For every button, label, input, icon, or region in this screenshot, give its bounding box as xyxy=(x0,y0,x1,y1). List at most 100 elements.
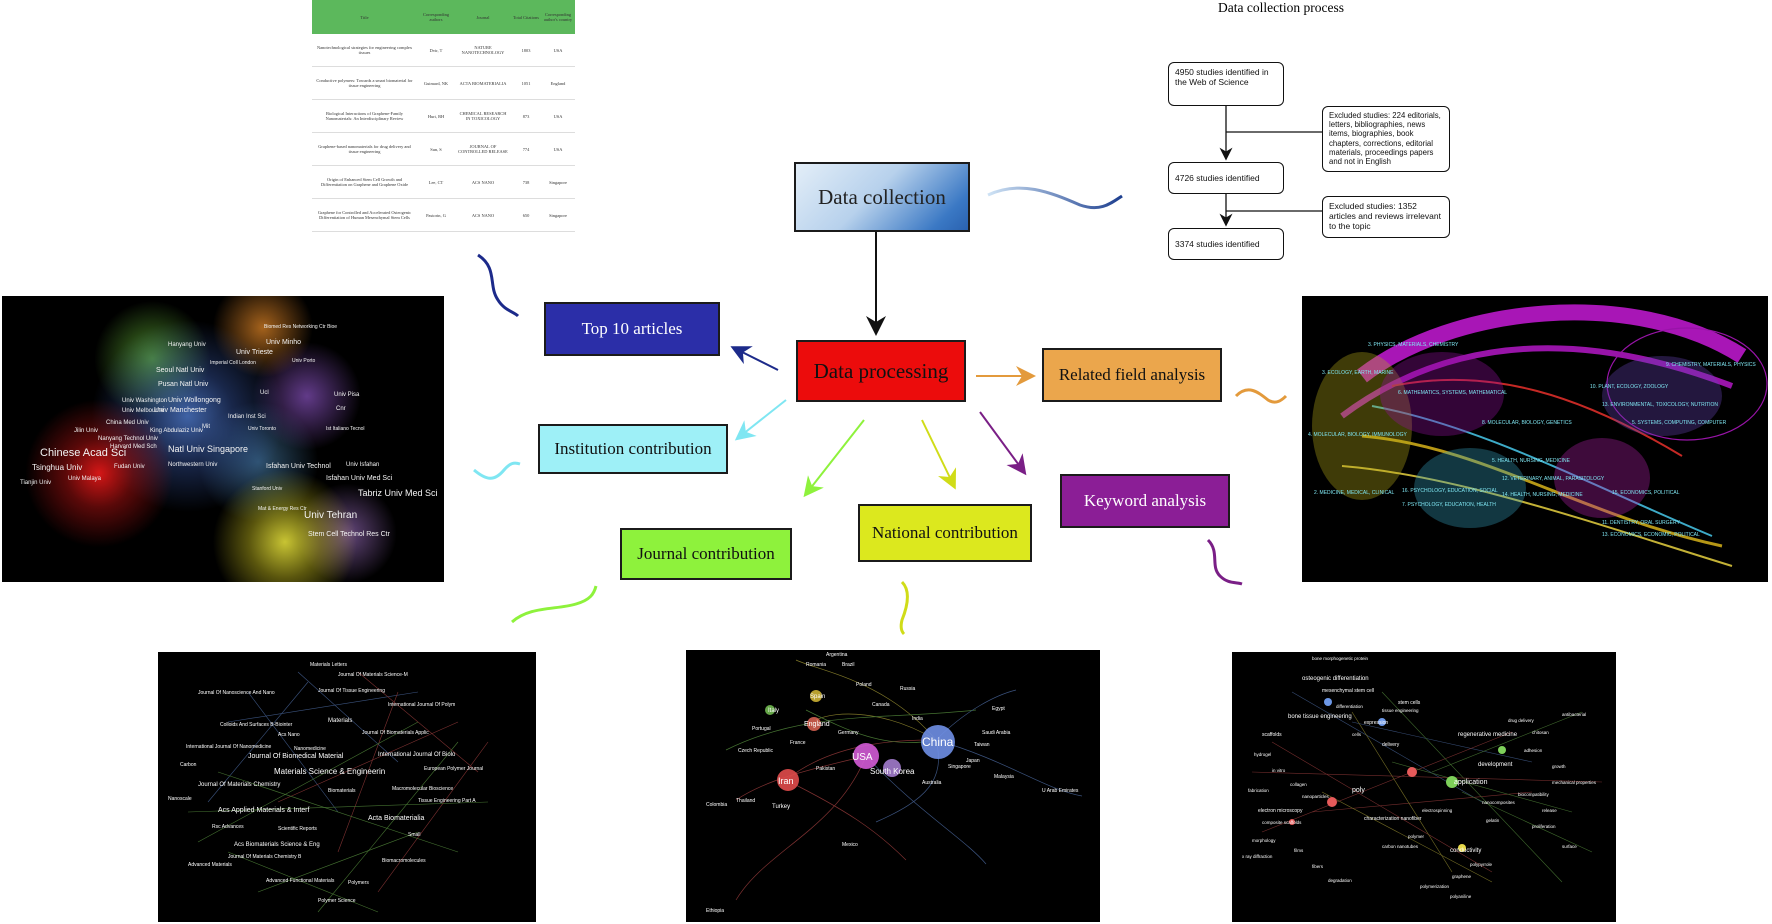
table-cell: CHEMICAL RESEARCH IN TOXICOLOGY xyxy=(459,111,507,121)
node-usa xyxy=(853,743,879,769)
journal-contribution-box: Journal contribution xyxy=(620,528,792,580)
map-label: adhesion xyxy=(1524,748,1543,753)
map-label: Nanomedicine xyxy=(294,746,326,752)
table-row: Graphene-based nanomaterials for drug de… xyxy=(312,133,575,166)
map-label: polyaniline xyxy=(1450,894,1472,899)
map-label: regenerative medicine xyxy=(1458,732,1518,738)
table-cell: USA xyxy=(553,113,563,119)
map-label: in vitro xyxy=(1272,768,1286,773)
map-label: U Arab Emirates xyxy=(1042,788,1079,794)
map-label: Advanced Functional Materials xyxy=(266,878,335,884)
map-label: Russia xyxy=(900,686,916,692)
node-england xyxy=(807,717,821,731)
map-label: Tianjin Univ xyxy=(20,480,51,486)
map-label: Saudi Arabia xyxy=(982,730,1011,736)
map-label: Univ Malaya xyxy=(68,476,102,482)
map-label: Univ Pisa xyxy=(334,392,360,398)
map-label: nanoparticles xyxy=(1302,794,1330,799)
map-label: Ist Italiano Tecnol xyxy=(326,426,365,432)
table-row: Graphene for Controlled and Accelerated … xyxy=(312,199,575,232)
map-label: Polymers xyxy=(348,880,369,886)
map-label: Polymer Science xyxy=(318,898,356,904)
map-label: Taiwan xyxy=(974,742,990,748)
map-label: Journal Of Nanoscience And Nano xyxy=(198,690,275,696)
country-network-map: China USA South Korea Iran Turkey Englan… xyxy=(686,650,1100,922)
map-label: Mexico xyxy=(842,842,858,848)
map-label: Biomed Res Networking Ctr Bioe xyxy=(264,324,337,330)
map-label: Indian Inst Sci xyxy=(228,414,266,420)
table-cell: ACTA BIOMATERIALIA xyxy=(459,80,507,86)
map-label: Univ Washington xyxy=(122,398,167,404)
map-label: Tsinghua Univ xyxy=(32,463,82,472)
map-label: Ucl xyxy=(260,390,269,396)
country-network-layer: China USA South Korea Iran Turkey Englan… xyxy=(706,652,1083,914)
table-cell: 774 xyxy=(522,146,530,152)
map-label: Pakistan xyxy=(816,766,835,772)
table-cell: JOURNAL OF CONTROLLED RELEASE xyxy=(458,144,508,154)
map-label: Journal Of Biomedical Material xyxy=(248,753,344,760)
map-label: Italy xyxy=(768,708,779,714)
map-label: development xyxy=(1478,762,1513,768)
arrow-to-national xyxy=(921,419,957,490)
related-field-overlay-map: 3. PHYSICS, MATERIALS, CHEMISTRY 3. ECOL… xyxy=(1302,296,1768,582)
map-label: osteogenic differentiation xyxy=(1302,676,1369,682)
map-label: Egypt xyxy=(992,706,1005,712)
table-cell: USA xyxy=(553,47,563,53)
flowchart-excluded-1: Excluded studies: 224 editorials, letter… xyxy=(1322,106,1450,172)
wave-keyword xyxy=(1206,538,1243,586)
map-label: Germany xyxy=(838,730,859,736)
map-label: International Journal Of Polym xyxy=(388,702,455,708)
table-cell: Graphene-based nanomaterials for drug de… xyxy=(318,144,411,154)
map-label: Hanyang Univ xyxy=(168,342,206,348)
map-label: 12. VETERINARY, ANIMAL, PARASITOLOGY xyxy=(1502,476,1605,482)
map-label: bone morphogenetic protein xyxy=(1312,656,1369,661)
map-label: 10. PLANT, ECOLOGY, ZOOLOGY xyxy=(1590,384,1669,390)
map-label: Journal Of Materials Chemistry xyxy=(198,782,280,788)
map-label: Fudan Univ xyxy=(114,464,145,470)
table-row: Biological Interactions of Graphene-Fami… xyxy=(312,100,575,133)
map-label: 5. SYSTEMS, COMPUTING, COMPUTER xyxy=(1632,420,1727,426)
table-cell: NATURE NANOTECHNOLOGY xyxy=(461,45,505,55)
map-label: Univ Isfahan xyxy=(346,462,379,468)
keyword-analysis-label: Keyword analysis xyxy=(1083,491,1207,510)
map-label: Isfahan Univ Technol xyxy=(266,463,331,470)
map-label: Cnr xyxy=(336,406,346,412)
map-label: Argentina xyxy=(826,652,848,658)
wave-journal xyxy=(511,585,598,624)
map-label: growth xyxy=(1552,764,1566,769)
map-label: chitosan xyxy=(1532,730,1549,735)
table-header-cell: Corresponding authors xyxy=(422,12,450,22)
map-label: Biomacromolecules xyxy=(382,858,426,864)
institution-labels-layer: Chinese Acad Sci Tsinghua Univ Tianjin U… xyxy=(20,324,438,538)
map-label: characterization nanofiber xyxy=(1364,816,1422,822)
table-header: Title Corresponding authors Journal Tota… xyxy=(312,0,575,34)
table-cell: Sun, S xyxy=(430,146,442,152)
map-label: conductivity xyxy=(1450,848,1481,854)
map-label: Nanyang Technol Univ xyxy=(98,436,158,442)
map-label: 11. DENTISTRY, ORAL SURGERY xyxy=(1602,520,1680,526)
table-cell: Guimard, NK xyxy=(423,80,449,86)
map-label: Japan xyxy=(966,758,980,764)
map-label: Singapore xyxy=(948,764,971,770)
table-cell: Lee, CT xyxy=(428,179,444,185)
table-cell: 1051 xyxy=(521,80,531,86)
table-cell: Singapore xyxy=(549,179,567,185)
table-cell: England xyxy=(550,80,566,86)
map-label: Natl Univ Singapore xyxy=(168,444,248,454)
map-label: surface xyxy=(1562,844,1577,849)
map-label: Materials Letters xyxy=(310,662,347,668)
data-collection-box: Data collection xyxy=(794,162,970,232)
map-label: Univ Manchester xyxy=(154,407,207,414)
map-label: Seoul Natl Univ xyxy=(156,367,205,374)
map-label: films xyxy=(1294,848,1304,853)
map-label: Mit xyxy=(202,424,210,430)
map-label: Stem Cell Technol Res Ctr xyxy=(308,531,391,538)
map-label: Turkey xyxy=(772,804,790,810)
table-cell: Origin of Enhanced Stem Cell Growth and … xyxy=(320,177,409,187)
map-label: China xyxy=(922,735,954,749)
map-label: hydrogel xyxy=(1254,752,1271,757)
table-row: Origin of Enhanced Stem Cell Growth and … xyxy=(312,166,575,199)
map-label: USA xyxy=(852,752,873,763)
map-label: Czech Republic xyxy=(738,748,774,754)
map-label: polymerization xyxy=(1420,884,1450,889)
